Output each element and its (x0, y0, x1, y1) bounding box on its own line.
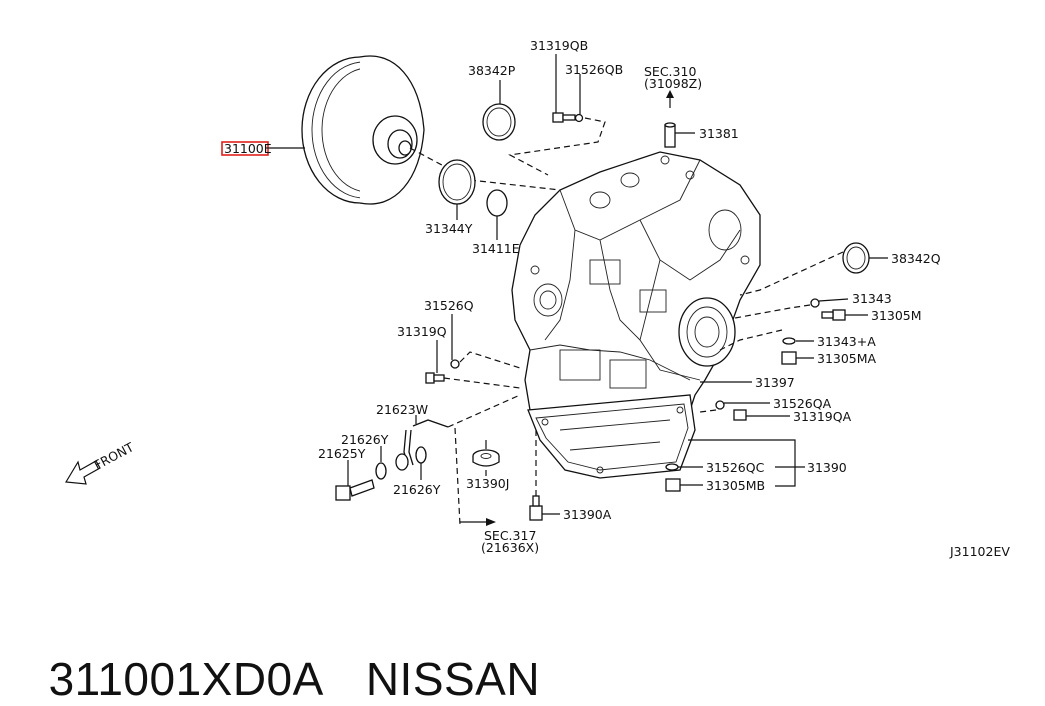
bolt-31305MA[interactable] (781, 351, 797, 365)
part-caption: 311001XD0A NISSAN (22, 598, 540, 706)
callout-label-l31343[interactable]: 31343 (852, 291, 892, 306)
callout-label-l31526QC[interactable]: 31526QC (706, 460, 765, 475)
callout-label-lSEC310[interactable]: SEC.310 (644, 64, 696, 79)
drain-plug-31305MB[interactable] (665, 478, 681, 492)
oring-31411E[interactable] (486, 189, 508, 217)
diagram-code: J31102EV (949, 544, 1010, 559)
callout-label-l21623W[interactable]: 21623W (376, 402, 428, 417)
washer-31343[interactable] (810, 298, 820, 308)
callout-label-l31381[interactable]: 31381 (699, 126, 739, 141)
callout-label-l31319QB[interactable]: 31319QB (530, 38, 588, 53)
hose-21623W[interactable] (403, 419, 449, 466)
torque-converter[interactable] (301, 55, 425, 205)
callout-label-l31305M[interactable]: 31305M (871, 308, 922, 323)
callout-label-l31305MA[interactable]: 31305MA (817, 351, 877, 366)
callout-label-l31390A[interactable]: 31390A (563, 507, 612, 522)
washer-31526Q[interactable] (450, 359, 460, 369)
pipe-31381[interactable] (664, 122, 676, 148)
callout-label-l31343A[interactable]: 31343+A (817, 334, 876, 349)
highlight-label-31100E[interactable]: 31100E (221, 141, 272, 156)
callout-label-l31411E[interactable]: 31411E (472, 241, 520, 256)
callout-label-l38342P[interactable]: 38342P (468, 63, 516, 78)
callout-label-l31390J[interactable]: 31390J (466, 476, 509, 491)
bolt-31305M[interactable] (821, 309, 846, 321)
washer-31526QA[interactable] (715, 400, 725, 410)
bolt-31319QB[interactable] (552, 112, 584, 123)
parts-diagram: 31100E 38342P 31344Y 31411E 31319QB 3152… (64, 38, 1010, 559)
callout-label-l31390[interactable]: 31390 (807, 460, 847, 475)
callout-label-l31344Y[interactable]: 31344Y (425, 221, 473, 236)
callout-label-l31319Q[interactable]: 31319Q (397, 324, 447, 339)
callout-label-l31098Z[interactable]: (31098Z) (644, 76, 702, 91)
oil-pan[interactable] (527, 394, 696, 479)
bolt-31319QA[interactable] (733, 409, 747, 421)
banjo-fitting[interactable] (395, 453, 409, 471)
bolt-31390A[interactable] (529, 495, 543, 521)
washer-31343A[interactable] (782, 337, 796, 345)
bolt-21625Y[interactable] (335, 479, 375, 501)
part-number: 311001XD0A (48, 653, 324, 705)
callout-label-l31397[interactable]: 31397 (755, 375, 795, 390)
callout-label-highlight_label[interactable]: 31100E (224, 141, 272, 156)
callout-label-l21625Y[interactable]: 21625Y (318, 446, 366, 461)
callout-label-l38342Q[interactable]: 38342Q (891, 251, 941, 266)
callout-label-l31526QB[interactable]: 31526QB (565, 62, 623, 77)
callout-label-l31319QA[interactable]: 31319QA (793, 409, 852, 424)
seal-38342P[interactable] (482, 103, 516, 141)
callout-label-lSEC317[interactable]: SEC.317 (484, 528, 536, 543)
callout-label-lFRONT[interactable]: FRONT (91, 439, 136, 472)
callout-label-l21626Ya[interactable]: 21626Y (341, 432, 389, 447)
transmission-case[interactable] (511, 151, 761, 451)
callout-label-l31305MB[interactable]: 31305MB (706, 478, 765, 493)
callout-label-l21636X[interactable]: (21636X) (481, 540, 539, 555)
washer-21626Y-b[interactable] (415, 446, 427, 464)
callout-label-l31526QA[interactable]: 31526QA (773, 396, 832, 411)
washer-21626Y-a[interactable] (375, 462, 387, 480)
callout-label-l21626Yb[interactable]: 21626Y (393, 482, 441, 497)
bolt-31319Q[interactable] (425, 372, 445, 384)
callout-label-l31526Q[interactable]: 31526Q (424, 298, 474, 313)
rubber-31390J[interactable] (472, 449, 500, 467)
front-arrow: FRONT (64, 439, 136, 485)
brand-name: NISSAN (365, 653, 541, 705)
seal-31344Y[interactable] (438, 159, 476, 205)
washer-31526QC[interactable] (665, 463, 679, 471)
